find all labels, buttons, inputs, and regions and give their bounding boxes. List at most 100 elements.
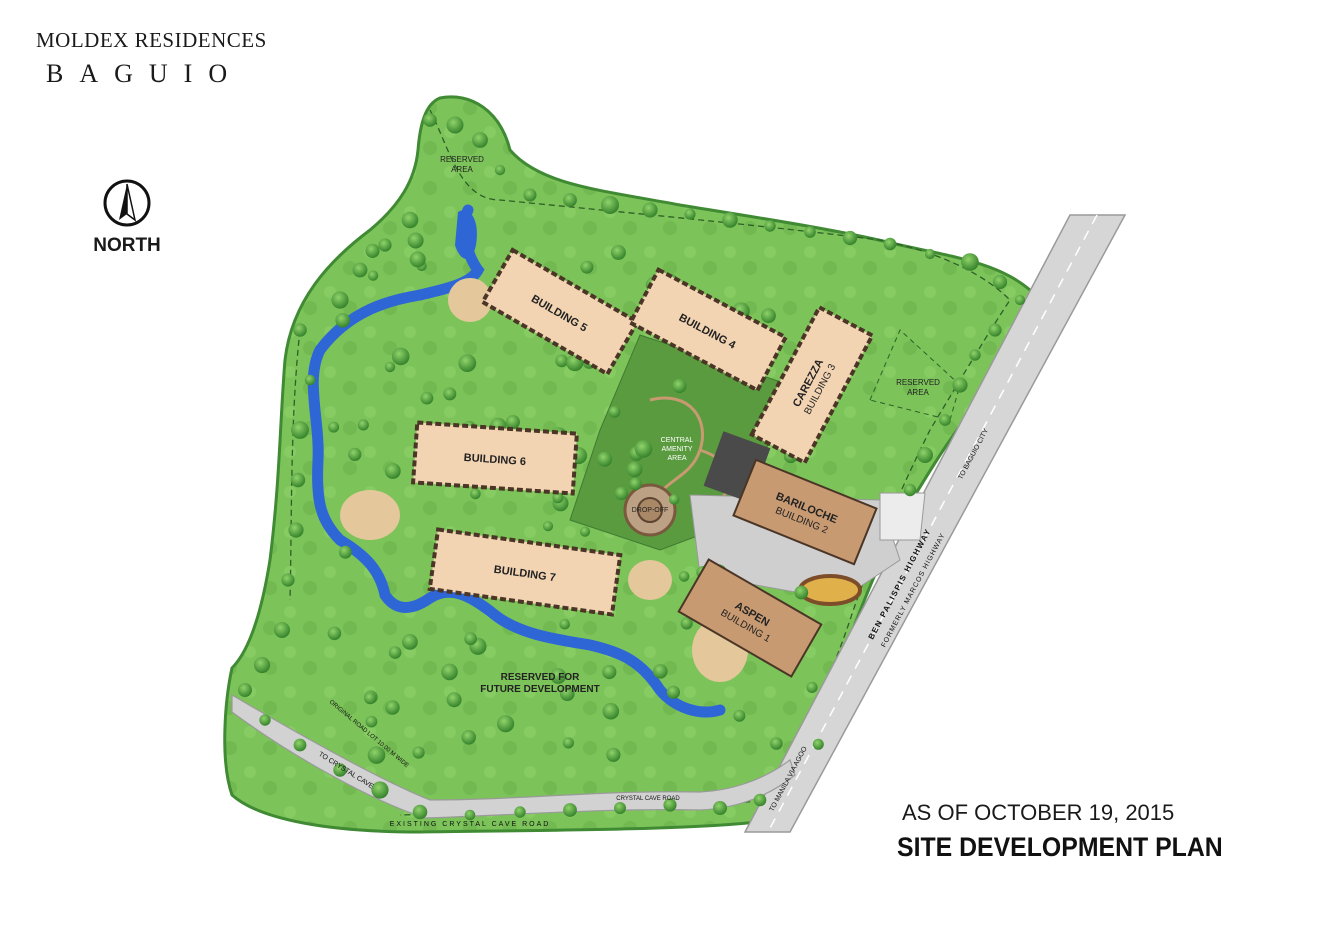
compass-icon (103, 179, 151, 227)
tree (684, 208, 696, 220)
plan-title: SITE DEVELOPMENT PLAN (897, 832, 1223, 862)
tree (367, 270, 379, 281)
tree (523, 188, 537, 202)
dropoff-label: DROP-OFF (632, 507, 669, 514)
tree (562, 737, 575, 749)
creek (307, 204, 726, 718)
tree (464, 632, 477, 646)
reserved-top-label-2: AREA (451, 165, 473, 174)
tree (288, 522, 304, 538)
tree (883, 237, 897, 251)
tree (391, 347, 410, 366)
reserved-right-label-2: AREA (907, 388, 929, 397)
tree (903, 483, 917, 497)
tree (614, 802, 626, 814)
pond-top (455, 210, 477, 259)
reserved-top-label-1: RESERVED (440, 155, 484, 164)
dropoff-inner (637, 497, 663, 523)
tree (443, 387, 457, 401)
building-6-label: BUILDING 6 (463, 452, 526, 468)
tree (384, 361, 396, 373)
clearing-2 (340, 490, 400, 540)
as-of-date: AS OF OCTOBER 19, 2015 (902, 800, 1175, 825)
building-7: BUILDING 7 (427, 527, 623, 617)
tree (458, 354, 477, 372)
tree (753, 793, 767, 807)
tree (842, 230, 858, 246)
tree (606, 747, 621, 762)
tree (642, 202, 658, 218)
building-3: CAREZZA BUILDING 3 (749, 304, 875, 466)
tree (939, 414, 951, 426)
tree (357, 419, 369, 431)
tree (401, 211, 419, 229)
tree (952, 377, 968, 393)
tree (327, 626, 342, 641)
tree (253, 656, 271, 674)
tree (988, 323, 1002, 337)
tree (794, 585, 809, 600)
guard-entry (879, 492, 926, 541)
future-label-2: FUTURE DEVELOPMENT (480, 684, 599, 695)
tree (669, 494, 680, 505)
tree (335, 313, 351, 328)
crystal-cave-road-label: CRYSTAL CAVE ROAD (616, 796, 680, 802)
tree (602, 664, 617, 680)
tree (259, 714, 271, 726)
tree (409, 251, 426, 268)
roundabout-track (798, 574, 862, 606)
tree (348, 447, 362, 461)
central-label-2: AMENITY (661, 446, 692, 453)
brand-block: MOLDEX RESIDENCES BAGUIO (36, 28, 267, 89)
tree (385, 700, 400, 715)
tree (634, 440, 653, 458)
tree (580, 260, 594, 274)
tree (804, 226, 816, 238)
tree (331, 291, 349, 309)
tree (666, 685, 681, 699)
tree (608, 405, 621, 418)
tree (722, 212, 738, 228)
tree (304, 374, 316, 386)
tree (969, 349, 981, 361)
tree (338, 545, 352, 559)
building-6: BUILDING 6 (410, 420, 580, 496)
tree (555, 354, 569, 368)
tree (420, 391, 434, 405)
tree (441, 663, 458, 681)
clearing-4 (628, 560, 672, 600)
existing-road-label: EXISTING CRYSTAL CAVE ROAD (390, 821, 551, 828)
tree (412, 804, 428, 820)
tree (328, 421, 340, 433)
tree (678, 571, 690, 582)
tree (423, 113, 437, 127)
tree (806, 681, 818, 694)
tree (812, 738, 824, 750)
tree (559, 618, 570, 630)
tree (291, 421, 309, 439)
tree (992, 274, 1008, 290)
tree (614, 486, 629, 500)
building-1: ASPEN BUILDING 1 (677, 558, 823, 678)
tree (461, 730, 477, 745)
tree (713, 801, 727, 815)
central-label-1: CENTRAL (661, 437, 694, 444)
tree (352, 262, 368, 278)
tree (412, 746, 425, 759)
highway (743, 214, 1127, 833)
tree (293, 323, 307, 337)
tree (384, 463, 401, 479)
tree (610, 245, 626, 260)
city-name: BAGUIO (46, 59, 244, 88)
tree (497, 715, 515, 733)
tree (514, 806, 526, 818)
tree (733, 709, 746, 722)
reserved-right-label-1: RESERVED (896, 378, 940, 387)
tree (378, 238, 392, 252)
tree (464, 809, 476, 821)
tree (770, 737, 783, 750)
tree (402, 634, 418, 650)
tree (371, 781, 389, 799)
tree (472, 132, 488, 148)
